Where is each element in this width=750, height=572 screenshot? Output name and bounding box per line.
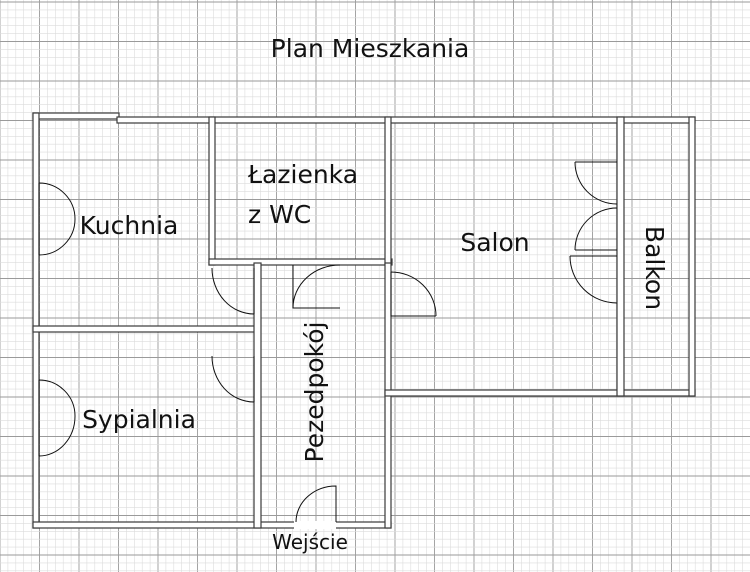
door-balcony-1 bbox=[574, 161, 618, 205]
door-balcony-2 bbox=[574, 207, 618, 251]
wall-right bbox=[688, 116, 696, 397]
wall-hallway-left bbox=[253, 262, 262, 529]
door-bedroom-lower bbox=[38, 415, 76, 457]
room-label-sypialnia: Sypialnia bbox=[82, 405, 196, 434]
door-kitchen-lower bbox=[38, 218, 76, 256]
door-bedroom-upper bbox=[38, 379, 76, 417]
wall-bathroom-right bbox=[384, 116, 392, 266]
walls bbox=[32, 112, 696, 529]
room-label-lazienka-line1: Łazienka bbox=[247, 160, 358, 189]
door-kitchen-hallway bbox=[211, 267, 255, 315]
door-salon bbox=[390, 271, 437, 317]
wall-kitchen-bedroom bbox=[32, 325, 258, 333]
wall-bathroom-bottom bbox=[208, 258, 393, 266]
doors bbox=[38, 161, 618, 523]
room-label-salon: Salon bbox=[460, 228, 529, 257]
door-entrance bbox=[295, 485, 337, 523]
door-balcony-3 bbox=[569, 255, 618, 304]
plan-title: Plan Mieszkania bbox=[271, 34, 470, 63]
room-label-przedpokoj: Pezedpokój bbox=[300, 322, 329, 463]
wall-top bbox=[116, 116, 696, 124]
door-kitchen-upper bbox=[38, 182, 76, 220]
room-label-kuchnia: Kuchnia bbox=[80, 211, 179, 240]
wall-bathroom-left bbox=[208, 116, 216, 266]
entrance-opening bbox=[294, 521, 336, 529]
wall-bottom bbox=[32, 521, 392, 529]
labels: Plan Mieszkania Kuchnia Łazienka z WC Sa… bbox=[80, 34, 669, 554]
wall-salon-bottom bbox=[384, 389, 696, 397]
entrance-label: Wejście bbox=[272, 530, 348, 554]
door-bedroom-hallway bbox=[211, 355, 255, 403]
room-label-lazienka-line2: z WC bbox=[248, 200, 311, 229]
room-label-balkon: Balkon bbox=[640, 226, 669, 310]
wall-balcony-left bbox=[616, 116, 625, 397]
wall-top-kitchen bbox=[32, 112, 120, 120]
wall-left bbox=[32, 112, 40, 529]
door-bathroom bbox=[292, 264, 341, 309]
